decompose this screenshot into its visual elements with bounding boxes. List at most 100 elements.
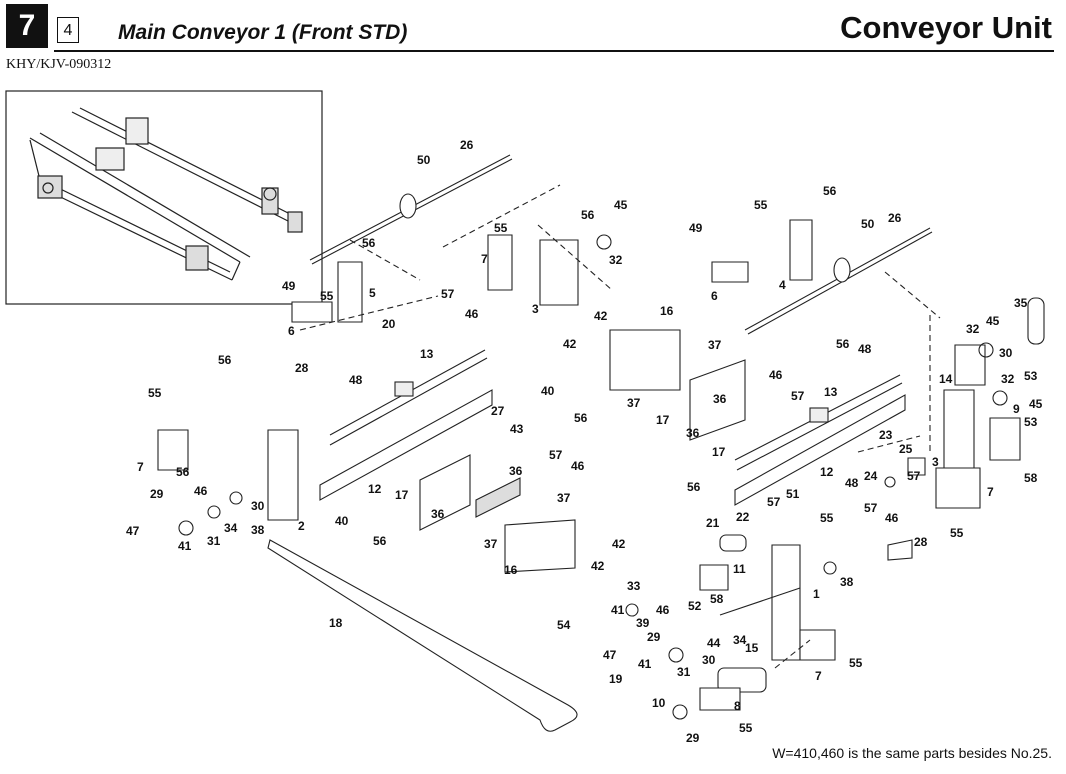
part-label-2: 2: [298, 519, 305, 533]
part-label-30: 30: [999, 346, 1013, 360]
part-label-45: 45: [986, 314, 1000, 328]
part-label-55: 55: [820, 511, 834, 525]
part-label-38: 38: [840, 575, 854, 589]
block-6-right: [711, 261, 749, 283]
block-6-left: [291, 301, 333, 323]
part-label-33: 33: [627, 579, 641, 593]
part-label-18: 18: [329, 616, 343, 630]
part-label-32: 32: [966, 322, 980, 336]
part-label-3: 3: [532, 302, 539, 316]
part-label-12: 12: [368, 482, 382, 496]
part-label-32: 32: [609, 253, 623, 267]
part-label-39: 39: [636, 616, 650, 630]
header-rule: [54, 50, 1054, 52]
linear-block-right: [809, 407, 829, 423]
part-label-41: 41: [178, 539, 192, 553]
part-label-7: 7: [815, 669, 822, 683]
part-label-25: 25: [899, 442, 913, 456]
part-label-31: 31: [207, 534, 221, 548]
pulley-32-right: [978, 342, 994, 358]
frame-17-left: [419, 454, 471, 531]
part-label-29: 29: [150, 487, 164, 501]
bearing-block: [399, 193, 417, 219]
part-label-48: 48: [349, 373, 363, 387]
part-label-56: 56: [836, 337, 850, 351]
footnote: W=410,460 is the same parts besides No.2…: [772, 745, 1052, 761]
unit-title: Conveyor Unit: [840, 10, 1052, 45]
motor-15: [717, 667, 767, 693]
part-label-56: 56: [176, 465, 190, 479]
part-label-55: 55: [739, 721, 753, 735]
part-label-53: 53: [1024, 415, 1038, 429]
part-label-37: 37: [484, 537, 498, 551]
part-label-19: 19: [609, 672, 623, 686]
mesh-panel: [475, 477, 521, 518]
part-label-55: 55: [849, 656, 863, 670]
part-label-46: 46: [194, 484, 208, 498]
part-label-4: 4: [779, 278, 786, 292]
pulley-10: [672, 704, 688, 720]
part-label-37: 37: [708, 338, 722, 352]
part-label-50: 50: [861, 217, 875, 231]
part-label-16: 16: [504, 563, 518, 577]
part-label-40: 40: [335, 514, 349, 528]
part-label-46: 46: [465, 307, 479, 321]
page-title: Main Conveyor 1 (Front STD): [118, 21, 408, 44]
part-label-53: 53: [1024, 369, 1038, 383]
part-label-52: 52: [688, 599, 702, 613]
left-assembly: [157, 154, 613, 732]
pulley-32-left: [596, 234, 612, 250]
plate-7-left: [157, 429, 189, 471]
part-label-49: 49: [282, 279, 296, 293]
part-label-13: 13: [420, 347, 434, 361]
part-label-55: 55: [950, 526, 964, 540]
part-24: [884, 476, 896, 488]
part-label-21: 21: [706, 516, 720, 530]
part-label-43: 43: [510, 422, 524, 436]
part-label-34: 34: [224, 521, 238, 535]
page-number-box: 4: [57, 17, 79, 43]
belt-18: [267, 539, 578, 732]
part-label-56: 56: [687, 480, 701, 494]
part-label-48: 48: [858, 342, 872, 356]
part-label-55: 55: [148, 386, 162, 400]
part-label-55: 55: [754, 198, 768, 212]
part-label-24: 24: [864, 469, 878, 483]
part-label-57: 57: [549, 448, 563, 462]
part-label-45: 45: [614, 198, 628, 212]
part-label-57: 57: [907, 469, 921, 483]
part-label-31: 31: [677, 665, 691, 679]
part-label-17: 17: [656, 413, 670, 427]
plate-3-left: [539, 239, 579, 306]
part-label-34: 34: [733, 633, 747, 647]
bracket-4: [789, 219, 813, 281]
part-label-29: 29: [647, 630, 661, 644]
part-label-55: 55: [494, 221, 508, 235]
plate-7-mid: [487, 234, 513, 291]
plate-7-bottom: [799, 629, 836, 661]
pulley-34-left: [207, 505, 221, 519]
part-label-58: 58: [1024, 471, 1038, 485]
part-label-41: 41: [638, 657, 652, 671]
part-label-46: 46: [571, 459, 585, 473]
part-label-56: 56: [574, 411, 588, 425]
part-label-5: 5: [369, 286, 376, 300]
part-label-57: 57: [864, 501, 878, 515]
bracket-8: [699, 687, 741, 711]
part-label-26: 26: [460, 138, 474, 152]
part-label-36: 36: [509, 464, 523, 478]
part-label-30: 30: [702, 653, 716, 667]
part-label-41: 41: [611, 603, 625, 617]
part-label-23: 23: [879, 428, 893, 442]
frame-16-left: [504, 519, 576, 573]
plate-2: [267, 429, 299, 521]
part-label-1: 1: [813, 587, 820, 601]
frame-17-right: [689, 359, 746, 441]
plate-1: [771, 544, 801, 661]
frame-12-right: [734, 394, 906, 506]
part-label-50: 50: [417, 153, 431, 167]
inset-rail: [71, 111, 291, 223]
part-label-37: 37: [627, 396, 641, 410]
part-label-14: 14: [939, 372, 953, 386]
